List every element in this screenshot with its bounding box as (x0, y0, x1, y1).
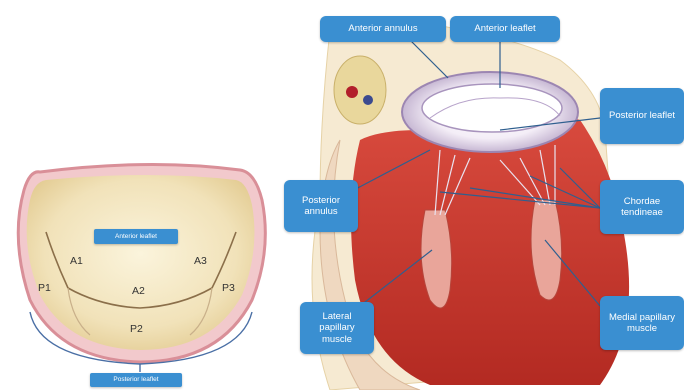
medial-papillary-label: Medial papillary muscle (600, 296, 684, 350)
posterior-annulus-label: Posterior annulus (284, 180, 358, 232)
segment-p1: P1 (38, 282, 51, 294)
aortic-root (334, 56, 386, 124)
segment-a1: A1 (70, 255, 83, 267)
coronary-vessel-blue (363, 95, 373, 105)
segment-a2: A2 (132, 285, 145, 297)
anterior-leaflet-label-left: Anterior leaflet (94, 229, 178, 244)
lateral-papillary-label: Lateral papillary muscle (300, 302, 374, 354)
segment-a3: A3 (194, 255, 207, 267)
chordae-tendineae-label: Chordae tendineae (600, 180, 684, 234)
segment-p3: P3 (222, 282, 235, 294)
anterior-leaflet-label: Anterior leaflet (450, 16, 560, 42)
coronary-vessel-red (346, 86, 358, 98)
posterior-leaflet-label: Posterior leaflet (600, 88, 684, 144)
posterior-leaflet-label-left: Posterior leaflet (90, 373, 182, 387)
segment-p2: P2 (130, 323, 143, 335)
anterior-annulus-label: Anterior annulus (320, 16, 446, 42)
